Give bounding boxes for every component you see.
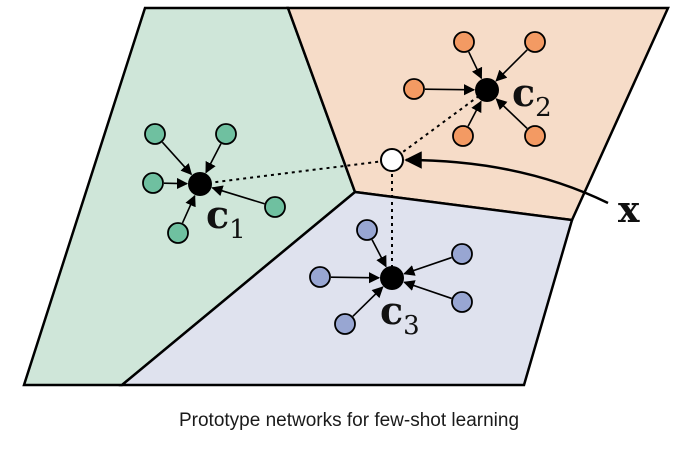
support-arrow-c3-5 xyxy=(352,286,384,317)
support-point-c1-3 xyxy=(142,172,164,194)
support-arrow-c2-1 xyxy=(468,51,483,80)
support-point-c1-1 xyxy=(144,123,166,145)
support-points-c1 xyxy=(142,123,286,244)
query-label: x xyxy=(618,189,640,231)
support-arrow-c3-1 xyxy=(371,239,387,268)
prototype-point-c2 xyxy=(475,78,499,102)
support-point-c1-4 xyxy=(264,196,286,218)
distance-line-c2 xyxy=(391,89,488,161)
support-point-c3-2 xyxy=(451,243,473,265)
support-arrow-c3-4 xyxy=(403,280,452,300)
support-arrow-c3-3 xyxy=(330,272,381,284)
support-point-c2-2 xyxy=(524,31,546,53)
support-point-c3-5 xyxy=(334,313,356,335)
support-arrow-c2-2 xyxy=(495,49,528,82)
prototype-label-c3: c3 xyxy=(380,288,420,341)
support-point-c1-2 xyxy=(215,123,237,145)
support-arrow-c3-2 xyxy=(403,256,452,276)
support-arrow-c2-5 xyxy=(495,98,528,129)
support-arrow-c1-2 xyxy=(205,143,222,174)
support-point-c2-3 xyxy=(403,78,425,100)
query-pointer-arrow xyxy=(404,151,609,205)
query-point xyxy=(380,148,404,172)
support-arrow-c2-4 xyxy=(467,100,482,127)
prototype-point-c3 xyxy=(380,266,404,290)
support-point-c2-1 xyxy=(453,31,475,53)
support-point-c2-4 xyxy=(452,125,474,147)
support-arrow-c1-4 xyxy=(211,185,265,205)
support-arrow-c1-5 xyxy=(181,194,196,224)
distance-line-c1 xyxy=(199,159,393,185)
prototype-point-c1 xyxy=(188,172,212,196)
class-region-c3 xyxy=(118,190,574,387)
support-point-c1-5 xyxy=(167,222,189,244)
support-points-c2 xyxy=(403,31,546,147)
prototype-label-c2: c2 xyxy=(512,70,552,123)
support-points-c3 xyxy=(309,219,473,335)
support-point-c3-1 xyxy=(356,219,378,241)
prototype-network-diagram: c1 c2 c3 x xyxy=(22,6,670,387)
support-arrow-c1-1 xyxy=(161,141,193,176)
prototype-label-c1: c1 xyxy=(206,192,246,245)
support-arrow-c2-3 xyxy=(424,84,476,96)
support-point-c2-5 xyxy=(524,125,546,147)
support-point-c3-4 xyxy=(451,291,473,313)
figure-caption: Prototype networks for few-shot learning xyxy=(178,410,520,431)
support-point-c3-3 xyxy=(309,266,331,288)
